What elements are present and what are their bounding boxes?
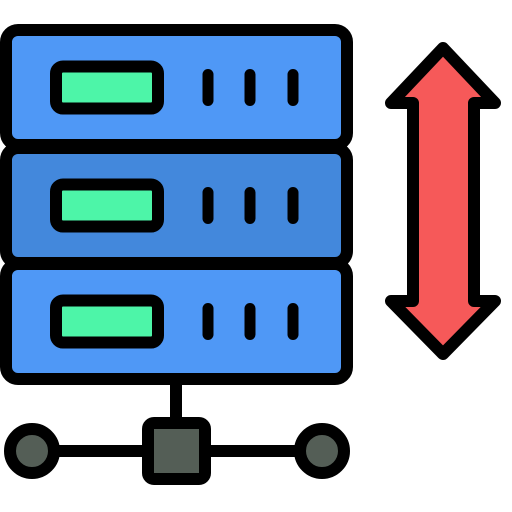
network-connector — [4, 370, 350, 485]
server-unit-top — [0, 24, 353, 151]
server-unit-bottom-body — [0, 258, 353, 385]
drive-slot — [50, 178, 164, 233]
server-unit-bottom — [0, 258, 353, 385]
network-node-left — [4, 423, 60, 479]
server-unit-middle — [0, 142, 353, 269]
network-node-right — [294, 423, 350, 479]
vertical-double-arrow-icon — [385, 42, 501, 360]
double-arrow-shape — [385, 42, 501, 360]
network-hub — [142, 417, 211, 485]
server-rack — [0, 24, 353, 385]
drive-slot — [50, 294, 164, 349]
drive-slot — [50, 60, 164, 115]
